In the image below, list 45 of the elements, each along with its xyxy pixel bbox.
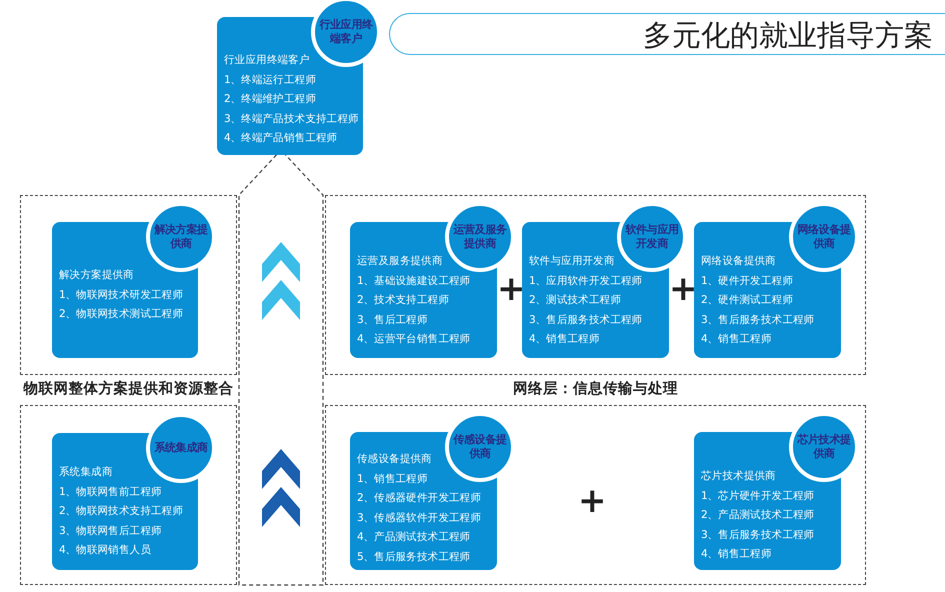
list-item: 3、传感器软件开发工程师 bbox=[357, 510, 482, 526]
card-heading: 行业应用终端客户 bbox=[224, 53, 310, 68]
list-item: 3、售后服务技术工程师 bbox=[701, 312, 814, 328]
list-item: 1、物联网售前工程师 bbox=[59, 484, 162, 500]
card-heading: 芯片技术提供商 bbox=[701, 469, 776, 484]
list-item: 1、销售工程师 bbox=[357, 472, 428, 486]
list-item: 2、产品测试技术工程师 bbox=[701, 508, 814, 523]
list-item: 2、物联网技术测试工程师 bbox=[59, 307, 184, 322]
list-item: 2、技术支持工程师 bbox=[357, 293, 450, 308]
plus-sign: + bbox=[497, 272, 526, 306]
list-item: 1、基础设施建设工程师 bbox=[357, 274, 470, 288]
plus-sign: + bbox=[669, 272, 698, 306]
plus-sign: + bbox=[578, 484, 606, 518]
card-heading: 运营及服务提供商 bbox=[357, 254, 443, 269]
list-item: 4、运营平台销售工程师 bbox=[357, 332, 470, 347]
section-caption: 网络层：信息传输与处理 bbox=[512, 380, 679, 398]
list-item: 2、测试技术工程师 bbox=[529, 293, 622, 308]
list-item: 3、售后服务技术工程师 bbox=[701, 528, 814, 542]
card-heading: 软件与应用开发商 bbox=[529, 254, 615, 269]
list-item: 5、售后服务技术工程师 bbox=[357, 550, 470, 564]
list-item: 4、销售工程师 bbox=[701, 547, 772, 562]
list-item: 3、售后工程师 bbox=[357, 312, 428, 328]
list-item: 1、芯片硬件开发工程师 bbox=[701, 488, 814, 504]
list-item: 2、传感器硬件开发工程师 bbox=[357, 491, 482, 506]
list-item: 2、终端维护工程师 bbox=[224, 92, 316, 107]
list-item: 3、物联网售后工程师 bbox=[59, 524, 162, 538]
list-item: 4、产品测试技术工程师 bbox=[357, 530, 470, 545]
card-heading: 网络设备提供商 bbox=[701, 254, 776, 269]
list-item: 3、终端产品技术支持工程师 bbox=[224, 112, 359, 126]
list-item: 4、销售工程师 bbox=[701, 332, 772, 347]
page-title: 多元化的就业指导方案 bbox=[643, 17, 933, 54]
list-item: 1、应用软件开发工程师 bbox=[529, 274, 642, 288]
list-item: 1、物联网技术研发工程师 bbox=[59, 288, 184, 302]
list-item: 1、硬件开发工程师 bbox=[701, 274, 794, 288]
list-item: 4、销售工程师 bbox=[529, 332, 600, 347]
list-item: 4、终端产品销售工程师 bbox=[224, 131, 338, 146]
card-heading: 传感设备提供商 bbox=[357, 452, 432, 467]
list-item: 2、物联网技术支持工程师 bbox=[59, 504, 184, 519]
section-caption: 物联网整体方案提供和资源整合 bbox=[22, 379, 234, 398]
card-heading: 系统集成商 bbox=[59, 465, 113, 480]
list-item: 4、物联网销售人员 bbox=[59, 543, 152, 558]
list-item: 2、硬件测试工程师 bbox=[701, 293, 794, 308]
card-heading: 解决方案提供商 bbox=[59, 268, 134, 283]
list-item: 1、终端运行工程师 bbox=[224, 72, 316, 88]
list-item: 3、售后服务技术工程师 bbox=[529, 312, 642, 328]
